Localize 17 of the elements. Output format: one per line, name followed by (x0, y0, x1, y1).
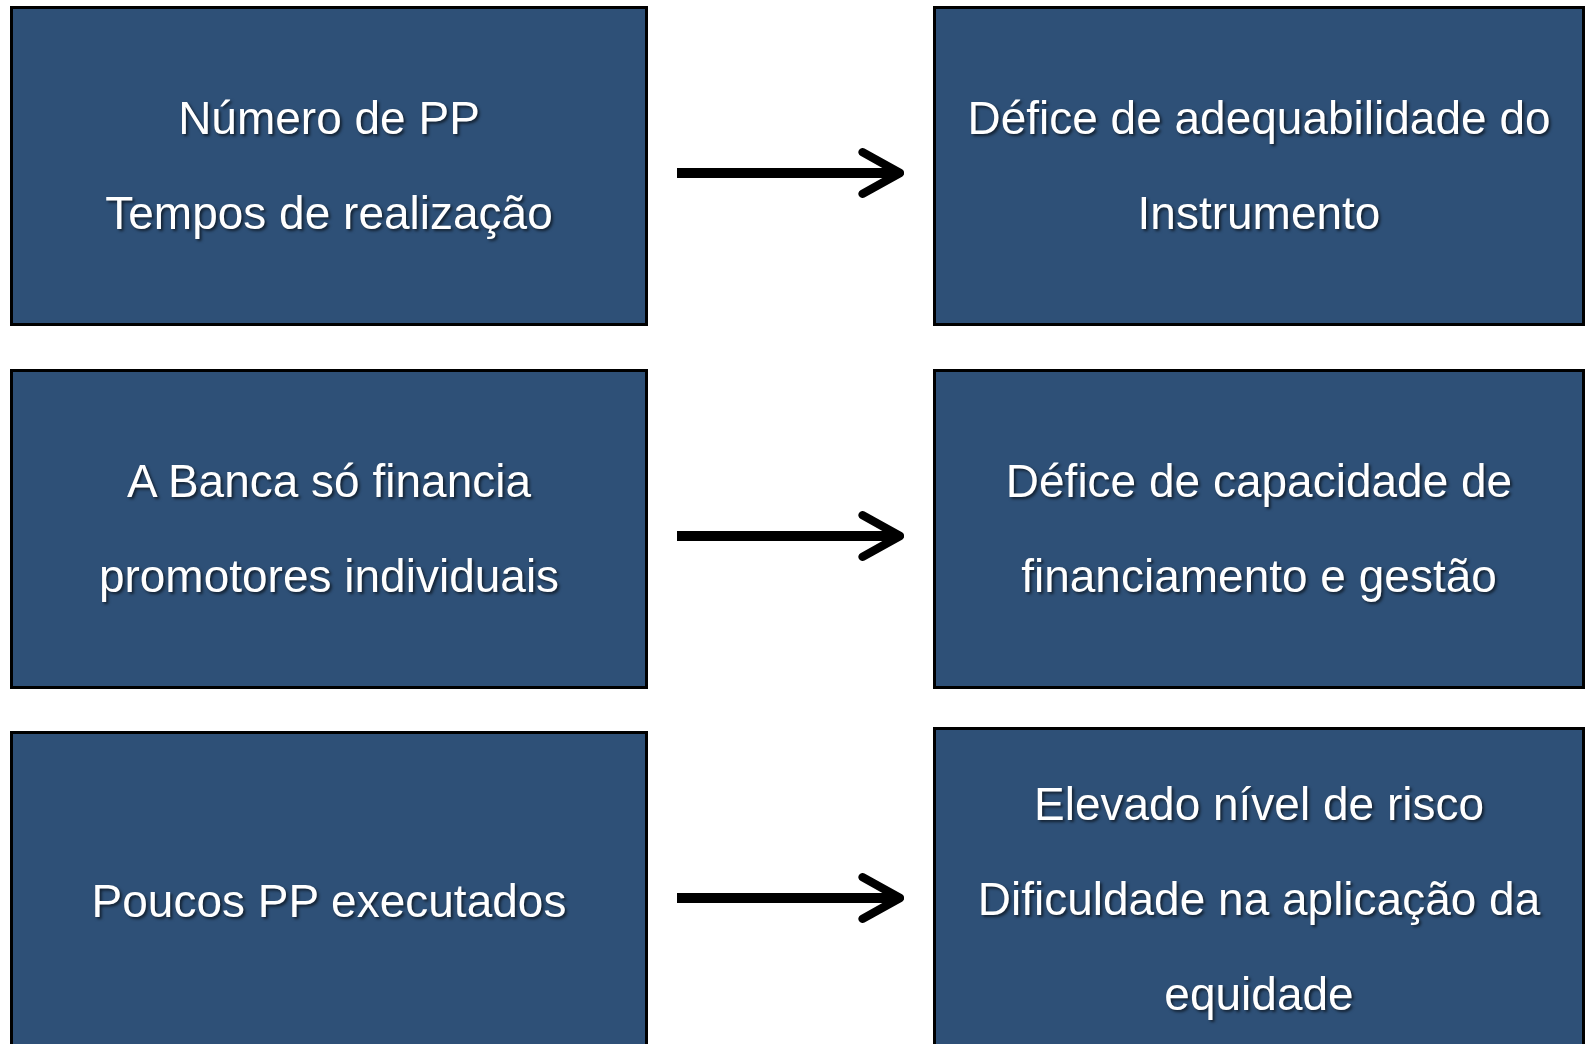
box-text: Tempos de realização (105, 186, 553, 241)
text-box (933, 727, 1585, 1044)
box-text: Dificuldade na aplicação da equidade (976, 871, 1542, 1022)
box-text: Défice de adequabilidade do Instrumento (966, 91, 1552, 241)
text-box (933, 369, 1585, 689)
text-box (10, 6, 648, 326)
box-text: Elevado nível de risco (1034, 776, 1484, 832)
text-box (10, 731, 648, 1044)
box-text: Défice de capacidade de financiamento e gestão (1004, 454, 1514, 604)
text-box (10, 369, 648, 689)
arrow (677, 511, 905, 561)
arrow (677, 148, 905, 198)
box-text: Poucos PP executados (91, 873, 567, 929)
arrow (677, 873, 905, 923)
box-text: A Banca só financia promotores individuais (97, 454, 561, 604)
box-text: Número de PP (178, 91, 480, 146)
text-box (933, 6, 1585, 326)
